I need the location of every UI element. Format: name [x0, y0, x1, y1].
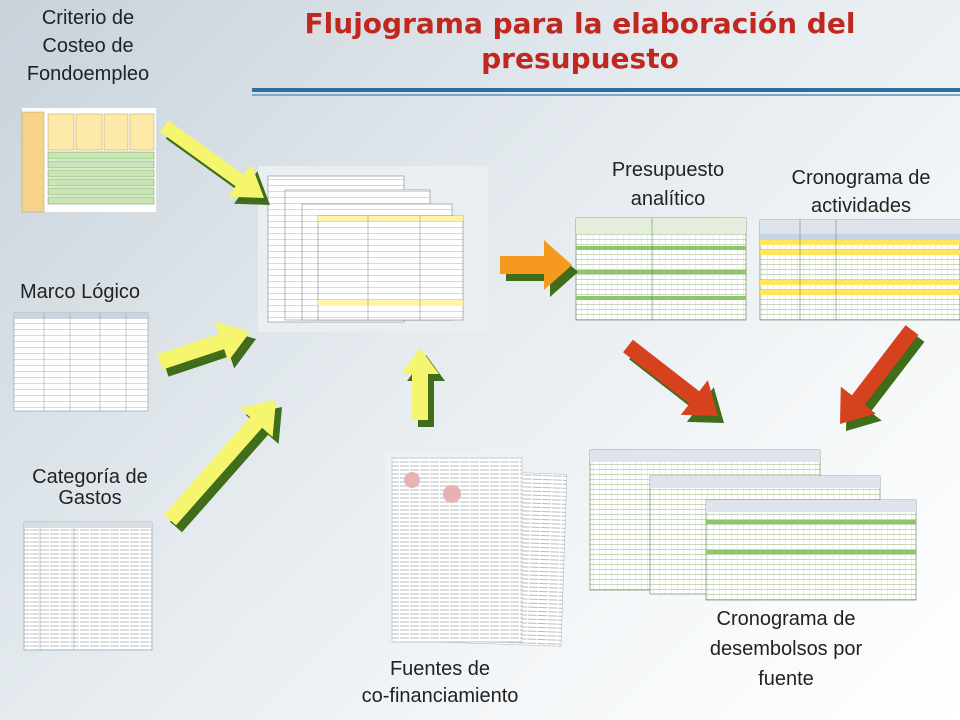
fuentes-letters-thumbnail	[386, 452, 568, 647]
arrow-actividades-to-desembolsos	[840, 325, 925, 431]
flow-arrows	[157, 120, 925, 533]
marco-logico-thumbnail	[13, 312, 149, 412]
page-title: Flujograma para la elaboración del presu…	[304, 7, 856, 75]
arrow-criterio-to-center	[159, 120, 270, 205]
criterio-costeo-thumbnail	[21, 108, 156, 213]
categoria-gastos-thumbnail	[23, 521, 153, 651]
title-rule	[252, 88, 960, 92]
cronograma-desembolsos-thumbnail	[589, 449, 917, 601]
central-documents-stack	[258, 166, 488, 332]
arrow-fuentes-to-center	[401, 348, 445, 427]
arrow-categoria-to-center	[164, 400, 282, 533]
cronograma-actividades-thumbnail	[759, 219, 960, 321]
arrow-marco-to-center	[157, 321, 256, 377]
presupuesto-analitico-thumbnail	[575, 217, 747, 321]
title-rule-thin	[252, 94, 960, 96]
arrow-center-to-presupuesto	[500, 240, 578, 297]
label-marco-logico: Marco Lógico	[19, 281, 141, 303]
arrow-presupuesto-to-desembolsos	[623, 339, 724, 423]
